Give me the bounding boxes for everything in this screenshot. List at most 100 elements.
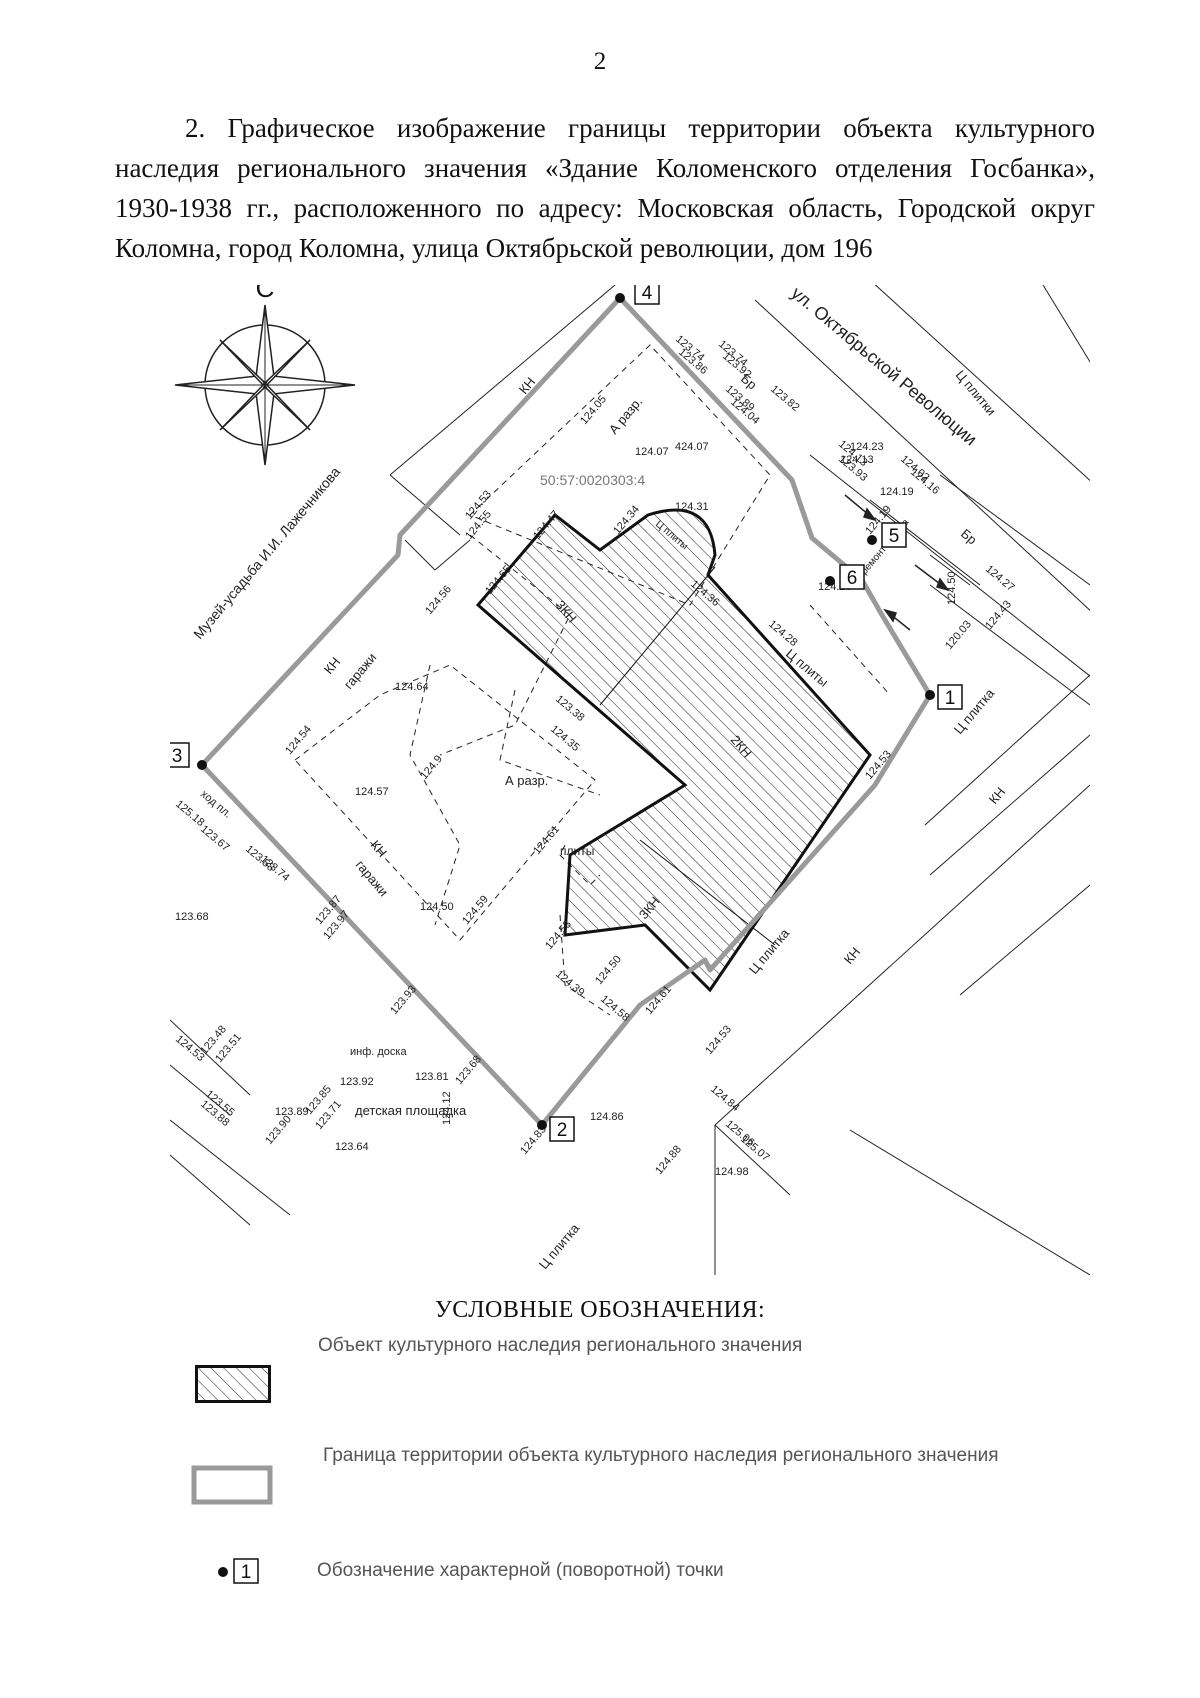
elevation-mark: 124.13 bbox=[840, 454, 874, 466]
turning-points: 1 2 3 4 5 6 bbox=[170, 285, 963, 1142]
turning-point-1: 1 bbox=[925, 684, 963, 710]
elevation-mark: 124.27 bbox=[983, 563, 1016, 594]
elevation-mark: 124.88 bbox=[653, 1143, 684, 1176]
elevation-mark: 123.92 bbox=[340, 1076, 374, 1088]
turning-point-2: 2 bbox=[537, 1116, 575, 1142]
tile-label: плиты bbox=[560, 844, 594, 858]
elevation-mark: 124.64 bbox=[395, 681, 429, 693]
elevation-mark: 124.12 bbox=[441, 1091, 453, 1125]
elevation-mark: 124.86 bbox=[590, 1111, 624, 1123]
elevation-mark: 124.58 bbox=[598, 993, 631, 1024]
asphalt-label: А разр. bbox=[505, 773, 548, 788]
page-number: 2 bbox=[593, 48, 607, 75]
elevation-mark: 124.61 bbox=[531, 823, 562, 856]
elevation-mark: 123.64 bbox=[335, 1141, 369, 1153]
area-label: КН bbox=[986, 784, 1008, 807]
elevation-mark: 124.19 bbox=[880, 486, 914, 498]
tile-label: Ц плитки bbox=[953, 367, 999, 418]
elevation-mark: 120.03 bbox=[943, 618, 974, 651]
point-dot-icon bbox=[537, 1120, 547, 1130]
point-number: 2 bbox=[557, 1120, 568, 1141]
legend-label: Обозначение характерной (поворотной) точ… bbox=[317, 1560, 724, 1581]
elevation-mark: 124.98 bbox=[715, 1166, 749, 1178]
elevation-mark: 123.90 bbox=[263, 1113, 294, 1146]
point-marker-icon: 1 bbox=[218, 1558, 259, 1584]
compass-label: С bbox=[256, 285, 275, 303]
point-box bbox=[549, 1116, 575, 1142]
legend-label: Объект культурного наследия региональног… bbox=[318, 1335, 803, 1356]
point-box bbox=[634, 285, 660, 305]
elevation-mark: 424.07 bbox=[675, 441, 709, 453]
elevation-mark: 123.93 bbox=[388, 983, 419, 1016]
point-number: 1 bbox=[945, 688, 956, 709]
boundary-swatch-icon bbox=[191, 1465, 273, 1505]
point-dot-icon bbox=[867, 535, 877, 545]
elevation-mark: -0.5 bbox=[170, 285, 189, 288]
point-number: 6 bbox=[847, 568, 858, 589]
other-label: детская площадка bbox=[355, 1103, 467, 1118]
street-lines bbox=[170, 285, 1090, 1275]
elevation-mark: 124.54 bbox=[283, 723, 314, 756]
elevation-mark: 124.07 bbox=[635, 446, 669, 458]
point-dot-icon bbox=[197, 760, 207, 770]
point-number: 3 bbox=[172, 746, 183, 767]
cadastral-number: 50:57:0020303:4 bbox=[540, 472, 645, 488]
turning-point-6: 6 bbox=[825, 564, 865, 590]
turning-point-3: 3 bbox=[170, 742, 207, 770]
elevation-mark: 124.53 bbox=[703, 1023, 734, 1056]
museum-label: Музей-усадьба И.И. Лажечникова bbox=[190, 464, 343, 642]
elevation-mark: 124.57 bbox=[355, 786, 389, 798]
point-dot-icon bbox=[615, 293, 625, 303]
elevation-mark: 124.39 bbox=[553, 968, 586, 999]
point-number: 4 bbox=[642, 285, 653, 304]
point-box bbox=[881, 522, 907, 548]
elevation-mark: 124.9 bbox=[418, 753, 445, 782]
point-dot-icon bbox=[925, 690, 935, 700]
other-label: Бр bbox=[958, 526, 980, 548]
other-label: инф. доска bbox=[350, 1046, 407, 1058]
tile-label: Ц плитка bbox=[536, 1220, 583, 1272]
elevation-mark: 124.31 bbox=[675, 501, 709, 513]
elevation-mark: 124.50 bbox=[593, 953, 624, 986]
elevation-mark: 124.50 bbox=[946, 571, 958, 605]
turning-point-4: 4 bbox=[615, 285, 660, 305]
area-label: КН bbox=[841, 944, 863, 967]
hatched-swatch-icon bbox=[195, 1365, 271, 1403]
turning-point-5: 5 bbox=[867, 522, 907, 548]
point-box bbox=[839, 564, 865, 590]
elevation-mark: 123.89 bbox=[275, 1106, 309, 1118]
elevation-mark: 123.68 bbox=[453, 1053, 484, 1086]
elevation-mark: 123.38 bbox=[553, 693, 586, 724]
area-label: КН bbox=[321, 654, 343, 677]
legend-label: Граница территории объекта культурного н… bbox=[323, 1445, 999, 1466]
legend-point-number: 1 bbox=[241, 1562, 252, 1583]
elevation-mark: 123.68 bbox=[175, 911, 209, 923]
elevation-mark: 124.56 bbox=[423, 583, 454, 616]
legend-title: УСЛОВНЫЕ ОБОЗНАЧЕНИЯ: bbox=[434, 1297, 766, 1323]
elevation-mark: 123.67 bbox=[198, 823, 231, 854]
compass-icon bbox=[174, 304, 356, 466]
point-box bbox=[937, 684, 963, 710]
elevation-mark: 124.23 bbox=[850, 441, 884, 453]
area-label: КН bbox=[368, 837, 390, 860]
point-dot-icon bbox=[825, 576, 835, 586]
point-number: 5 bbox=[889, 526, 900, 547]
garage-label: гаражи bbox=[341, 650, 380, 692]
garage-label: гаражи bbox=[353, 857, 392, 899]
elevation-mark: 124.35 bbox=[548, 723, 581, 754]
parking-arrows bbox=[844, 494, 950, 631]
intro-paragraph: 2. Графическое изображение границы терри… bbox=[115, 113, 1095, 263]
elevation-mark: 125.18 bbox=[173, 798, 206, 829]
dashed-contours bbox=[294, 344, 891, 1016]
area-label: КН bbox=[516, 374, 538, 397]
street-label: ул. Октябрьской Революции bbox=[787, 285, 980, 450]
site-plan: С ул. Октябрьской Революции 50:57:002030… bbox=[170, 285, 1090, 1275]
elevation-mark: 123.81 bbox=[415, 1071, 449, 1083]
elevation-mark: 123.82 bbox=[768, 383, 801, 414]
point-box bbox=[170, 742, 190, 768]
elevation-mark: 124.84 bbox=[708, 1083, 741, 1114]
heritage-building bbox=[475, 508, 872, 993]
elevation-mark: 124.50 bbox=[420, 901, 454, 913]
asphalt-label: А разр. bbox=[606, 394, 645, 437]
